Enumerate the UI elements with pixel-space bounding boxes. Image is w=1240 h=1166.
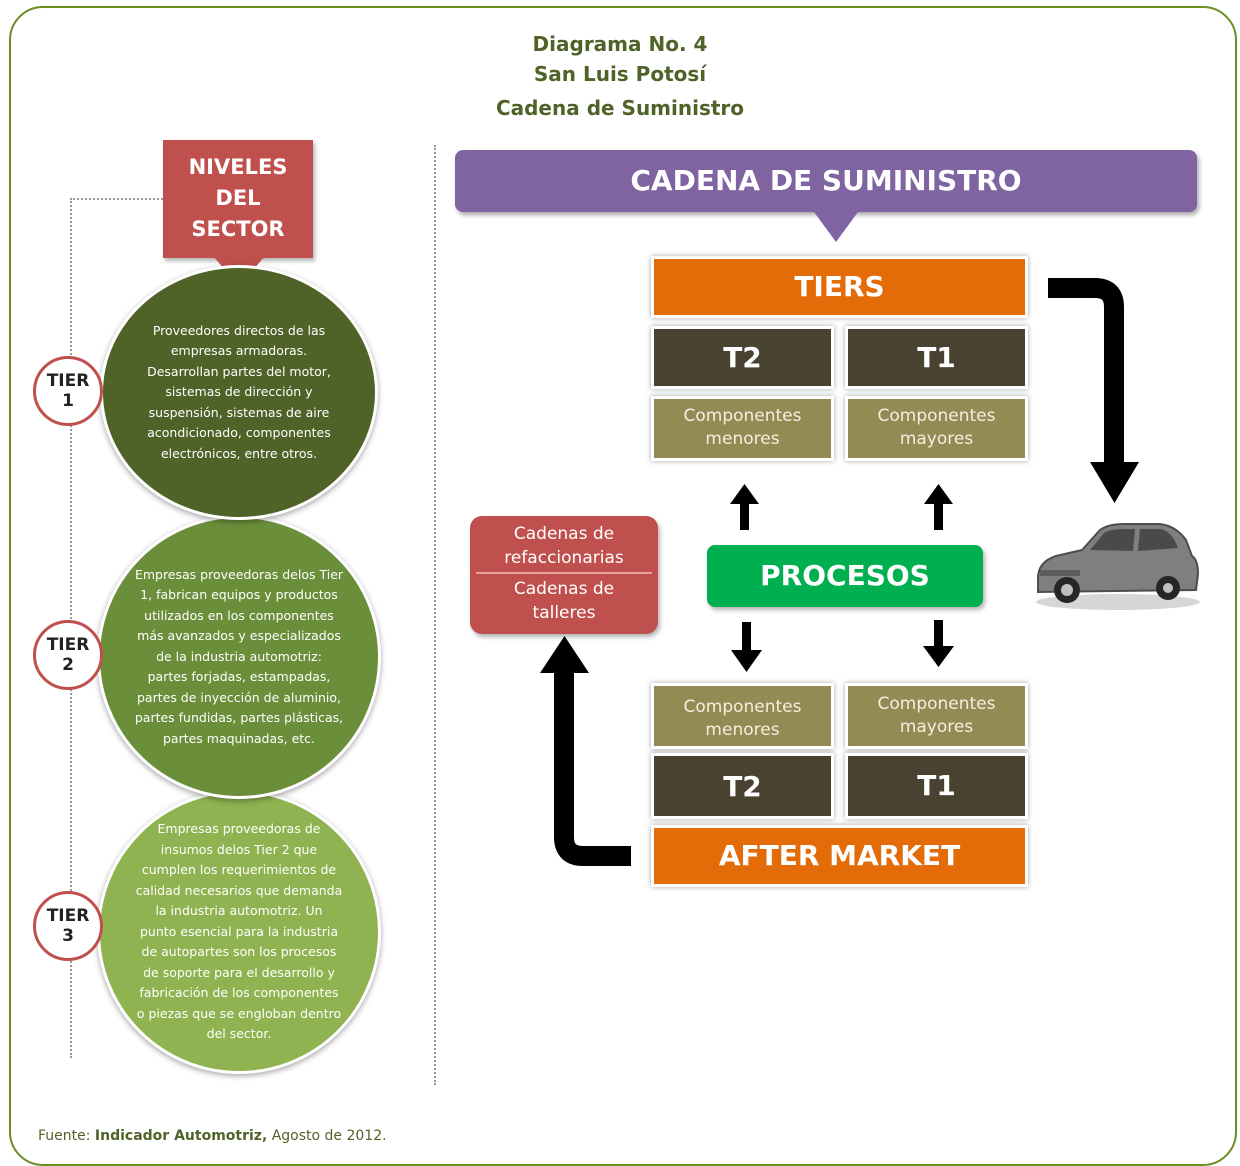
box-separator (476, 572, 652, 574)
tiers-box: TIERS (651, 256, 1028, 318)
description-line: partes de inyección de aluminio, (137, 689, 341, 705)
bottom-t2-box: T2 (651, 753, 834, 819)
aftermarket-to-refacciones-arrow-icon (554, 670, 631, 866)
diagram-title: Diagrama No. 4 (532, 32, 708, 56)
description-line: cumplen los requerimientos de (141, 862, 337, 878)
bottom-componentes-menores-box: Componentes menores (651, 683, 834, 749)
box-line: Componentes (877, 406, 996, 426)
box-line: mayores (899, 429, 974, 449)
description-line: más avanzados y especializados (137, 628, 341, 644)
source-prefix: Fuente: (38, 1128, 95, 1144)
box-line: Componentes (683, 697, 802, 717)
badge-label: TIER (46, 906, 90, 926)
badge-label: TIER (46, 635, 90, 655)
box-line: Componentes (683, 406, 802, 426)
description-line: punto esencial para la industria (140, 923, 338, 939)
description-line: 1, fabrican equipos y productos (140, 587, 338, 603)
tier-3-circle: Empresas proveedoras de insumos delos Tie… (97, 790, 381, 1074)
tier-1-description: Proveedores directos de las empresas arma… (147, 321, 331, 465)
badge-label: TIER (46, 371, 90, 391)
banner-pointer (814, 212, 858, 242)
diagram-subtitle-topic: Cadena de Suministro (495, 96, 745, 120)
arrow-up-icon (924, 484, 953, 530)
description-line: insumos delos Tier 2 que (160, 841, 318, 857)
description-line: partes forjadas, estampadas, (147, 669, 331, 685)
niveles-del-sector-header: NIVELES DEL SECTOR (163, 140, 313, 258)
top-t2-box: T2 (651, 326, 834, 389)
description-line: Empresas proveedoras delos Tier (134, 566, 344, 582)
description-line: de la industria automotriz: (156, 648, 322, 664)
bottom-componentes-mayores-box: Componentes mayores (845, 683, 1028, 749)
description-line: Empresas proveedoras de (157, 821, 321, 837)
description-line: del sector. (206, 1026, 272, 1042)
top-componentes-mayores-box: Componentes mayores (845, 396, 1028, 461)
source-publication: Indicador Automotriz, (94, 1128, 268, 1144)
cadena-de-suministro-banner: CADENA DE SUMINISTRO (455, 150, 1197, 212)
description-line: partes fundidas, partes plásticas, (134, 710, 344, 726)
description-line: acondicionado, componentes (147, 425, 331, 441)
tier-1-badge: TIER 1 (33, 356, 103, 426)
badge-number: 1 (62, 391, 74, 411)
header-line: DEL (215, 186, 261, 210)
description-line: sistemas de dirección y (165, 384, 313, 400)
tier-1-circle: Proveedores directos de las empresas arma… (100, 265, 378, 520)
header-line: NIVELES (188, 155, 288, 179)
description-line: fabricación de los componentes (139, 985, 339, 1001)
header-line: SECTOR (191, 217, 285, 241)
arrow-up-icon (730, 484, 759, 530)
procesos-box: PROCESOS (707, 545, 983, 607)
source-date: Agosto de 2012. (267, 1128, 387, 1144)
top-componentes-menores-box: Componentes menores (651, 396, 834, 461)
box-line: menores (705, 429, 780, 449)
description-line: la industria automotriz. Un (155, 903, 323, 919)
tier-3-badge: TIER 3 (33, 891, 103, 961)
panel-divider (434, 145, 436, 1085)
description-line: o piezas que se engloban dentro (136, 1005, 342, 1021)
refaccionarias-line: Cadenas de (513, 524, 615, 544)
tier-2-circle: Empresas proveedoras delos Tier 1, fabric… (97, 515, 381, 799)
arrow-head-icon (540, 636, 589, 673)
description-line: partes maquinadas, etc. (162, 730, 316, 746)
car-icon (1036, 523, 1200, 610)
description-line: suspensión, sistemas de aire (148, 404, 330, 420)
source-note: Fuente: Indicador Automotriz, Agosto de … (38, 1128, 387, 1144)
box-line: menores (705, 720, 780, 740)
description-line: empresas armadoras. (170, 343, 308, 359)
arrow-head-icon (1090, 462, 1139, 503)
badge-number: 2 (62, 655, 74, 675)
tier-2-badge: TIER 2 (33, 620, 103, 690)
description-line: Proveedores directos de las (152, 322, 326, 338)
tier-2-description: Empresas proveedoras delos Tier 1, fabric… (135, 565, 343, 750)
tiers-to-car-arrow-icon (1048, 278, 1124, 465)
badge-number: 3 (62, 926, 74, 946)
arrow-down-icon (731, 622, 762, 672)
description-line: electrónicos, entre otros. (160, 445, 318, 461)
refaccionarias-line: refaccionarias (504, 548, 624, 568)
refaccionarias-talleres-box: Cadenas de refaccionarias Cadenas de tal… (470, 516, 658, 634)
diagram-subtitle-location: San Luis Potosí (533, 62, 707, 86)
after-market-box: AFTER MARKET (651, 825, 1028, 887)
top-t1-box: T1 (845, 326, 1028, 389)
description-line: de soporte para el desarrollo y (143, 964, 335, 980)
connector-line (70, 198, 163, 200)
talleres-line: talleres (532, 603, 596, 623)
description-line: utilizados en los componentes (144, 607, 334, 623)
box-line: Componentes (877, 694, 996, 714)
box-line: mayores (899, 717, 974, 737)
description-line: Desarrollan partes del motor, (147, 363, 331, 379)
arrow-down-icon (923, 620, 954, 667)
description-line: calidad necesarios que demanda (135, 882, 343, 898)
talleres-line: Cadenas de (513, 579, 615, 599)
tier-3-description: Empresas proveedoras de insumos delos Tie… (136, 819, 343, 1045)
description-line: de autopartes son los procesos (141, 944, 337, 960)
bottom-t1-box: T1 (845, 753, 1028, 819)
